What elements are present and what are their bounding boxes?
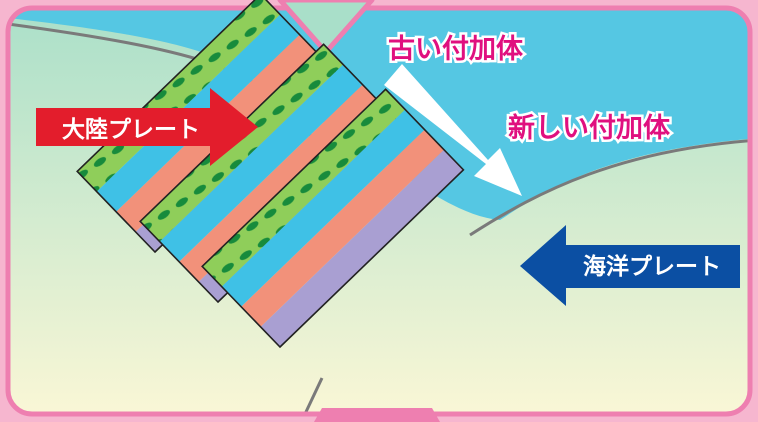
seafloor-line [469, 138, 750, 237]
prism-block-3 [201, 88, 465, 349]
oceanic-plate-label: 海洋プレート [583, 253, 721, 280]
trapezoid-icon [314, 408, 440, 422]
new-accretionary-prism-label: 新しい付加体 [508, 112, 671, 144]
accretionary-prism-blocks [76, 0, 465, 349]
arrow-right-icon [384, 64, 522, 196]
subduction-line [303, 377, 324, 414]
prism-block-outline [201, 88, 465, 349]
dotted-green-layer [202, 89, 406, 287]
dotted-green-layer [140, 44, 344, 242]
triangle-down-icon [277, 0, 375, 55]
oceanic-plate-arrow: 海洋プレート [520, 225, 740, 306]
cyan-layer [221, 109, 425, 307]
old-accretionary-prism-label: 古い付加体 [388, 34, 524, 65]
continental-plate-label: 大陸プレート [62, 117, 200, 143]
cyan-layer [159, 64, 363, 262]
lavender-layer [260, 149, 464, 347]
salmon-layer [241, 129, 444, 327]
salmon-layer [179, 84, 382, 282]
continental-plate-arrow: 大陸プレート [36, 88, 258, 166]
